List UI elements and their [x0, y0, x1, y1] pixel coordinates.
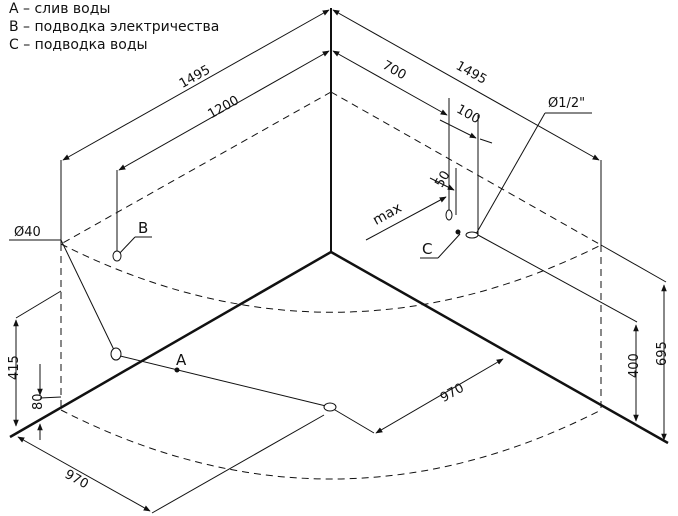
label-1495-left: 1495 [177, 63, 213, 92]
electric-point-icon [112, 250, 122, 262]
room-corner [9, 8, 669, 445]
drain-point-a [174, 367, 180, 373]
dim-line-100 [439, 119, 477, 139]
label-400: 400 [627, 353, 642, 378]
floor-edge-right [330, 250, 669, 445]
label-50: 50 [432, 168, 453, 190]
marker-a: А [176, 351, 187, 369]
water-point-c [455, 229, 461, 235]
label-415: 415 [7, 355, 22, 380]
dim-line-50 [429, 177, 455, 191]
dimension-lines [9, 9, 667, 514]
tub-top-left-edge [60, 91, 332, 245]
drain-outlet-icon [110, 347, 122, 361]
tub-top-arc [60, 243, 602, 313]
label-1200: 1200 [205, 93, 241, 122]
label-970-inner: 970 [438, 381, 467, 406]
water-inlet-icon [465, 231, 479, 239]
dim-line-700 [332, 50, 448, 116]
leader-half-inch [475, 112, 546, 235]
drain-line [115, 354, 331, 408]
tub-bottom-arc [60, 409, 602, 480]
water-inlet-small-icon [445, 209, 453, 221]
label-970-bottom: 970 [62, 467, 91, 492]
label-695: 695 [655, 341, 670, 366]
floor-edge-left [9, 250, 332, 439]
dim-line-1200 [118, 50, 330, 171]
max-leader [365, 196, 447, 241]
dim-line-970-bottom [17, 436, 151, 512]
dimension-labels: 1495 1200 1495 700 100 50 max Ø40 Ø1/2" … [7, 58, 670, 492]
marker-b: В [138, 219, 148, 237]
label-d40: Ø40 [14, 225, 41, 240]
dim-line-970-inner [375, 358, 504, 434]
label-half-inch: Ø1/2" [548, 96, 585, 111]
drain-overflow-icon [323, 402, 337, 412]
leader-d40 [60, 239, 116, 353]
marker-c: С [422, 240, 432, 258]
dim-line-1495-right [332, 9, 600, 161]
marker-labels: А В С [138, 219, 432, 369]
connection-points [110, 209, 479, 412]
label-80: 80 [31, 393, 46, 410]
label-1495-right: 1495 [453, 59, 489, 88]
label-max: max [370, 200, 404, 229]
